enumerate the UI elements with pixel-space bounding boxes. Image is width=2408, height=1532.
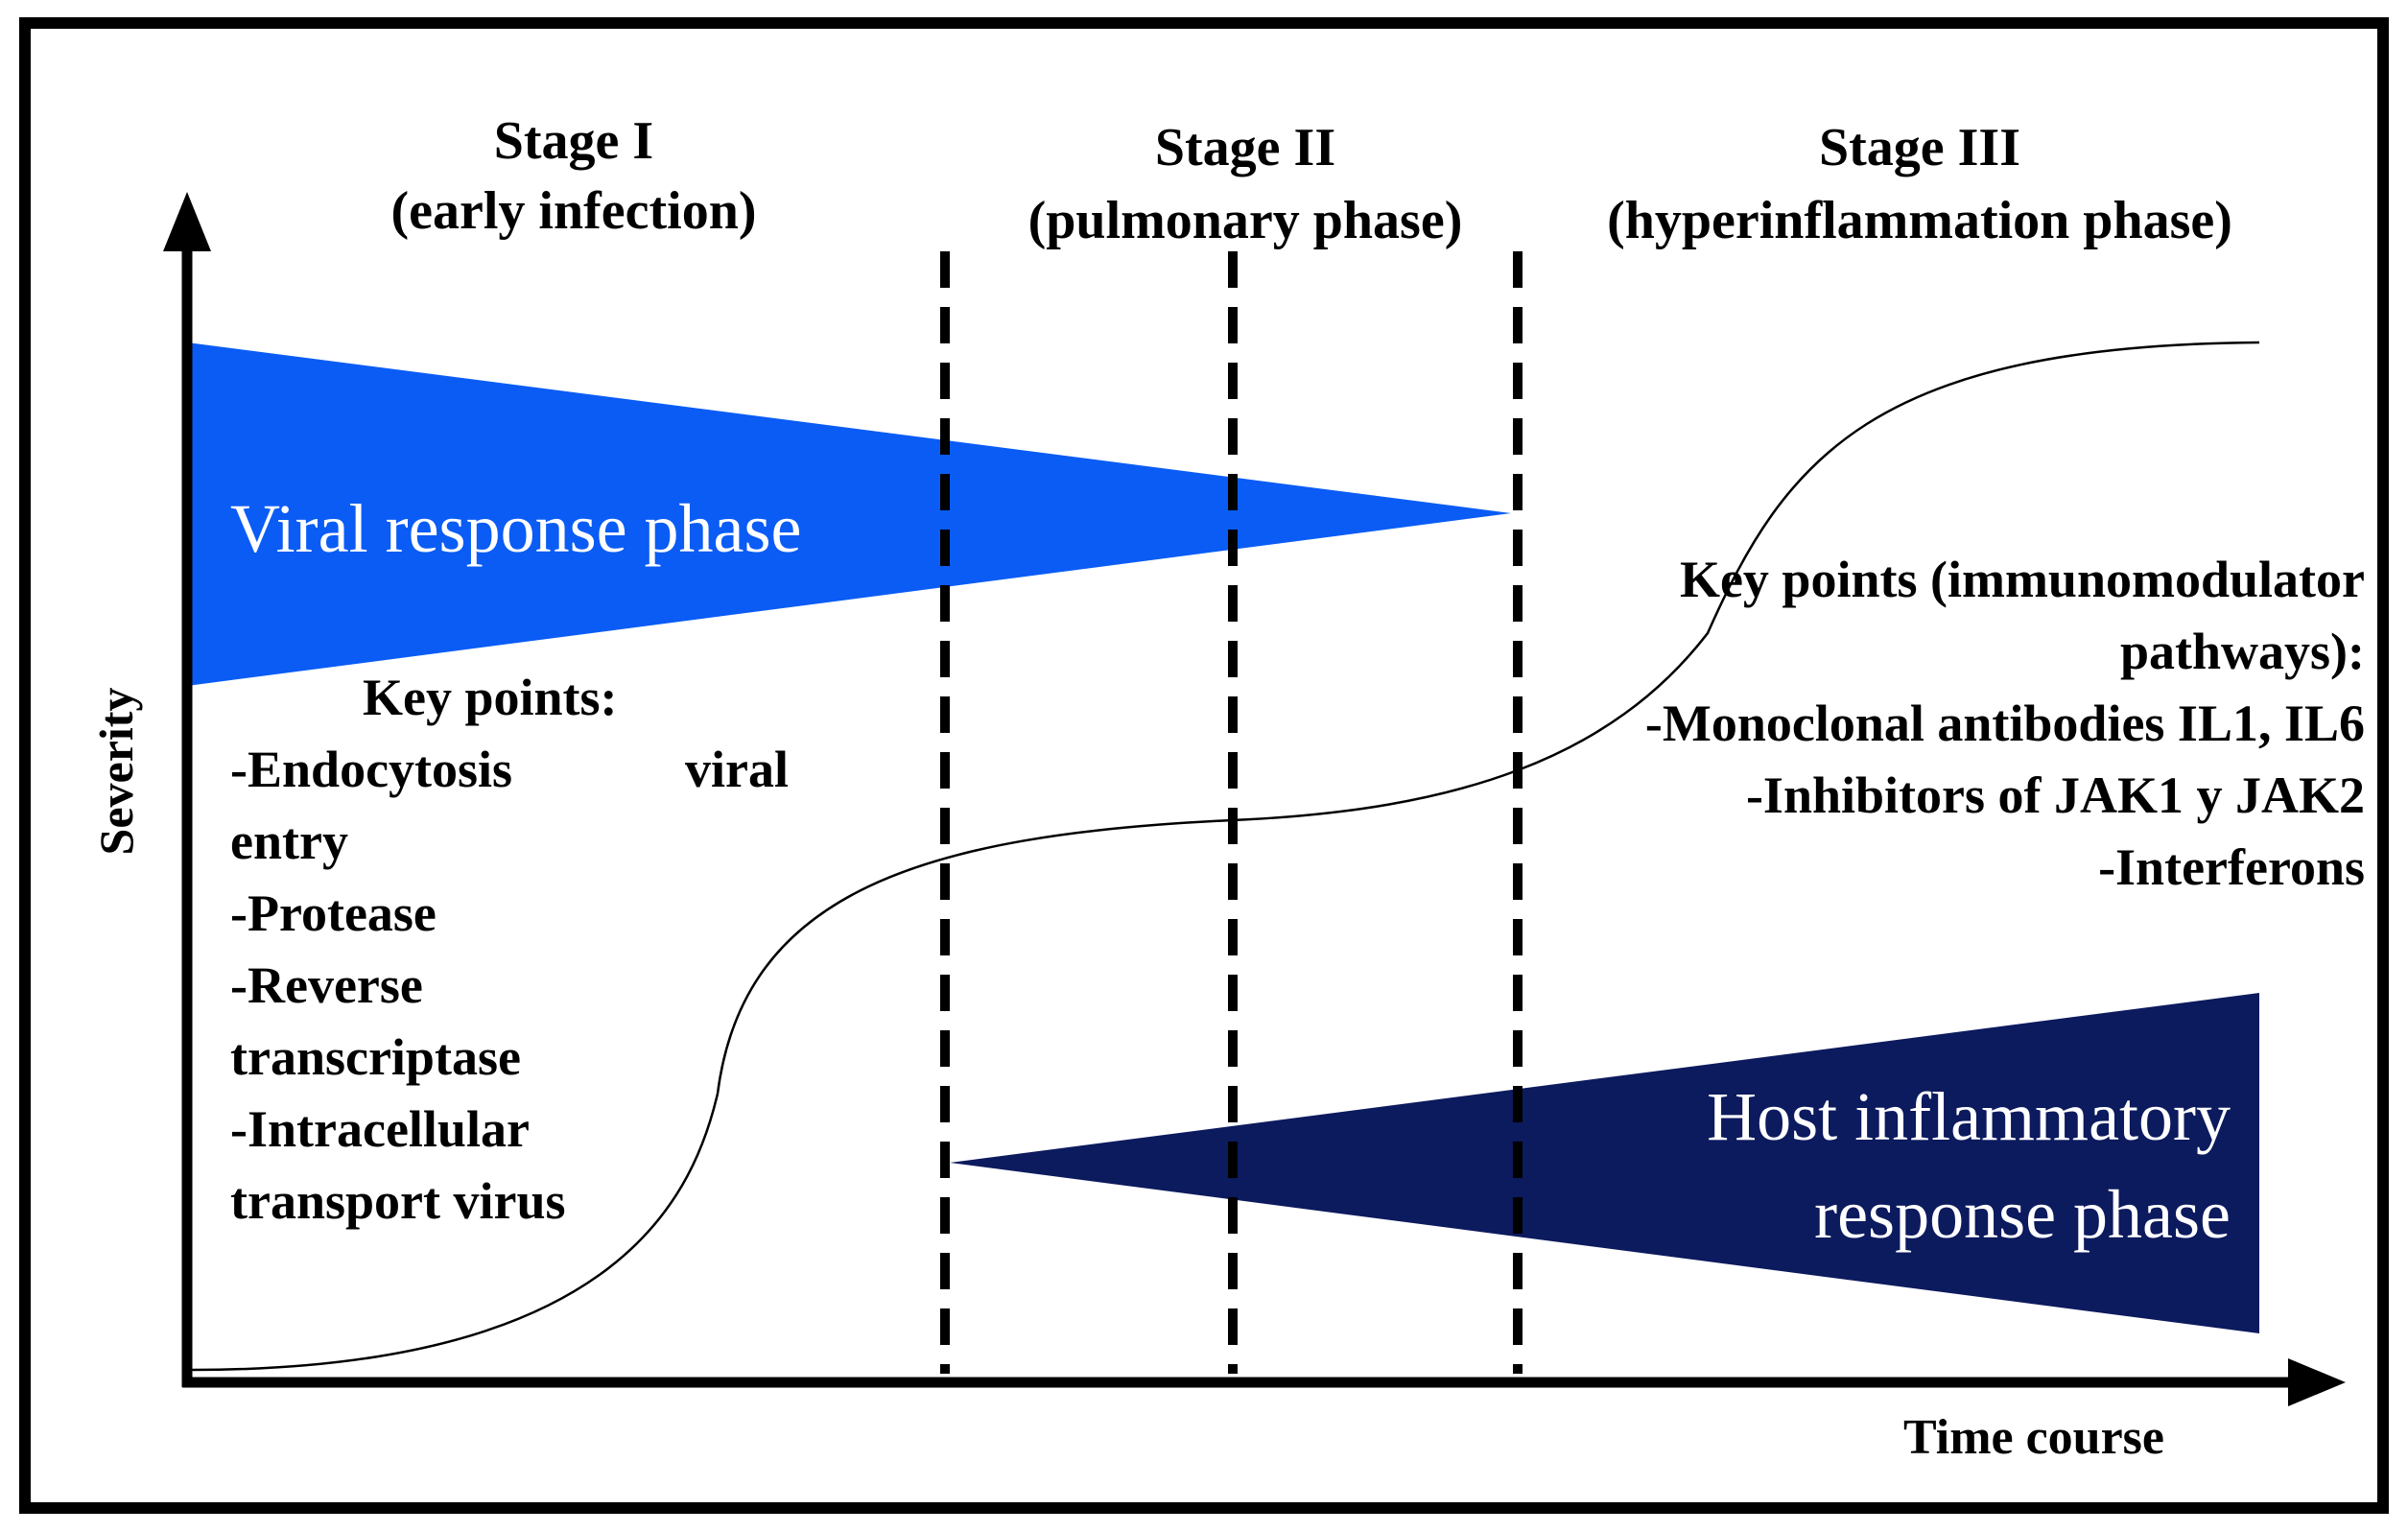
x-axis-label: Time course <box>1903 1410 2164 1465</box>
stage-2-title: Stage II <box>1155 118 1335 177</box>
host-phase-label-line1: Host inflammatory <box>1707 1078 2231 1155</box>
stage-1-title: Stage I <box>494 111 653 171</box>
viral-response-phase-wedge <box>187 342 1511 686</box>
host-inflammatory-phase-wedge <box>950 993 2259 1333</box>
y-axis-arrowhead <box>163 192 211 251</box>
stage-1-subtitle: (early infection) <box>391 181 757 241</box>
stage-2-subtitle: (pulmonary phase) <box>1028 191 1463 250</box>
stage-1-key-point: transport virus <box>230 1172 566 1230</box>
stage-3-key-point: -Inhibitors of JAK1 y JAK2 <box>1746 766 2365 824</box>
severity-curve <box>191 341 2260 1372</box>
stage-1-key-point: -Reverse <box>230 956 423 1014</box>
stage-1-key-point: viral <box>685 741 789 798</box>
stage-1-key-point: -Endocytosis <box>230 741 512 798</box>
host-phase-label-line2: response phase <box>1814 1176 2231 1253</box>
y-axis-label: Severity <box>89 688 143 856</box>
stage-3-key-point: -Interferons <box>2098 838 2365 896</box>
stage-3-key-points-heading-line1: Key points (immunomodulator <box>1680 551 2365 608</box>
stage-1-key-point: transcriptase <box>230 1028 521 1086</box>
stage-1-key-point: -Intracellular <box>230 1100 530 1158</box>
stage-3-subtitle: (hyperinflammation phase) <box>1607 191 2232 250</box>
stage-1-key-points-heading: Key points: <box>363 669 618 726</box>
stage-3-title: Stage III <box>1819 118 2020 177</box>
x-axis-arrowhead <box>2288 1358 2346 1406</box>
viral-phase-label: Viral response phase <box>230 490 801 567</box>
stage-1-key-point: -Protease <box>230 884 437 942</box>
stage-3-key-points-heading-line2: pathways): <box>2120 623 2365 680</box>
stage-1-key-point: entry <box>230 813 348 870</box>
stage-3-key-point: -Monoclonal antibodies IL1, IL6 <box>1645 695 2365 752</box>
